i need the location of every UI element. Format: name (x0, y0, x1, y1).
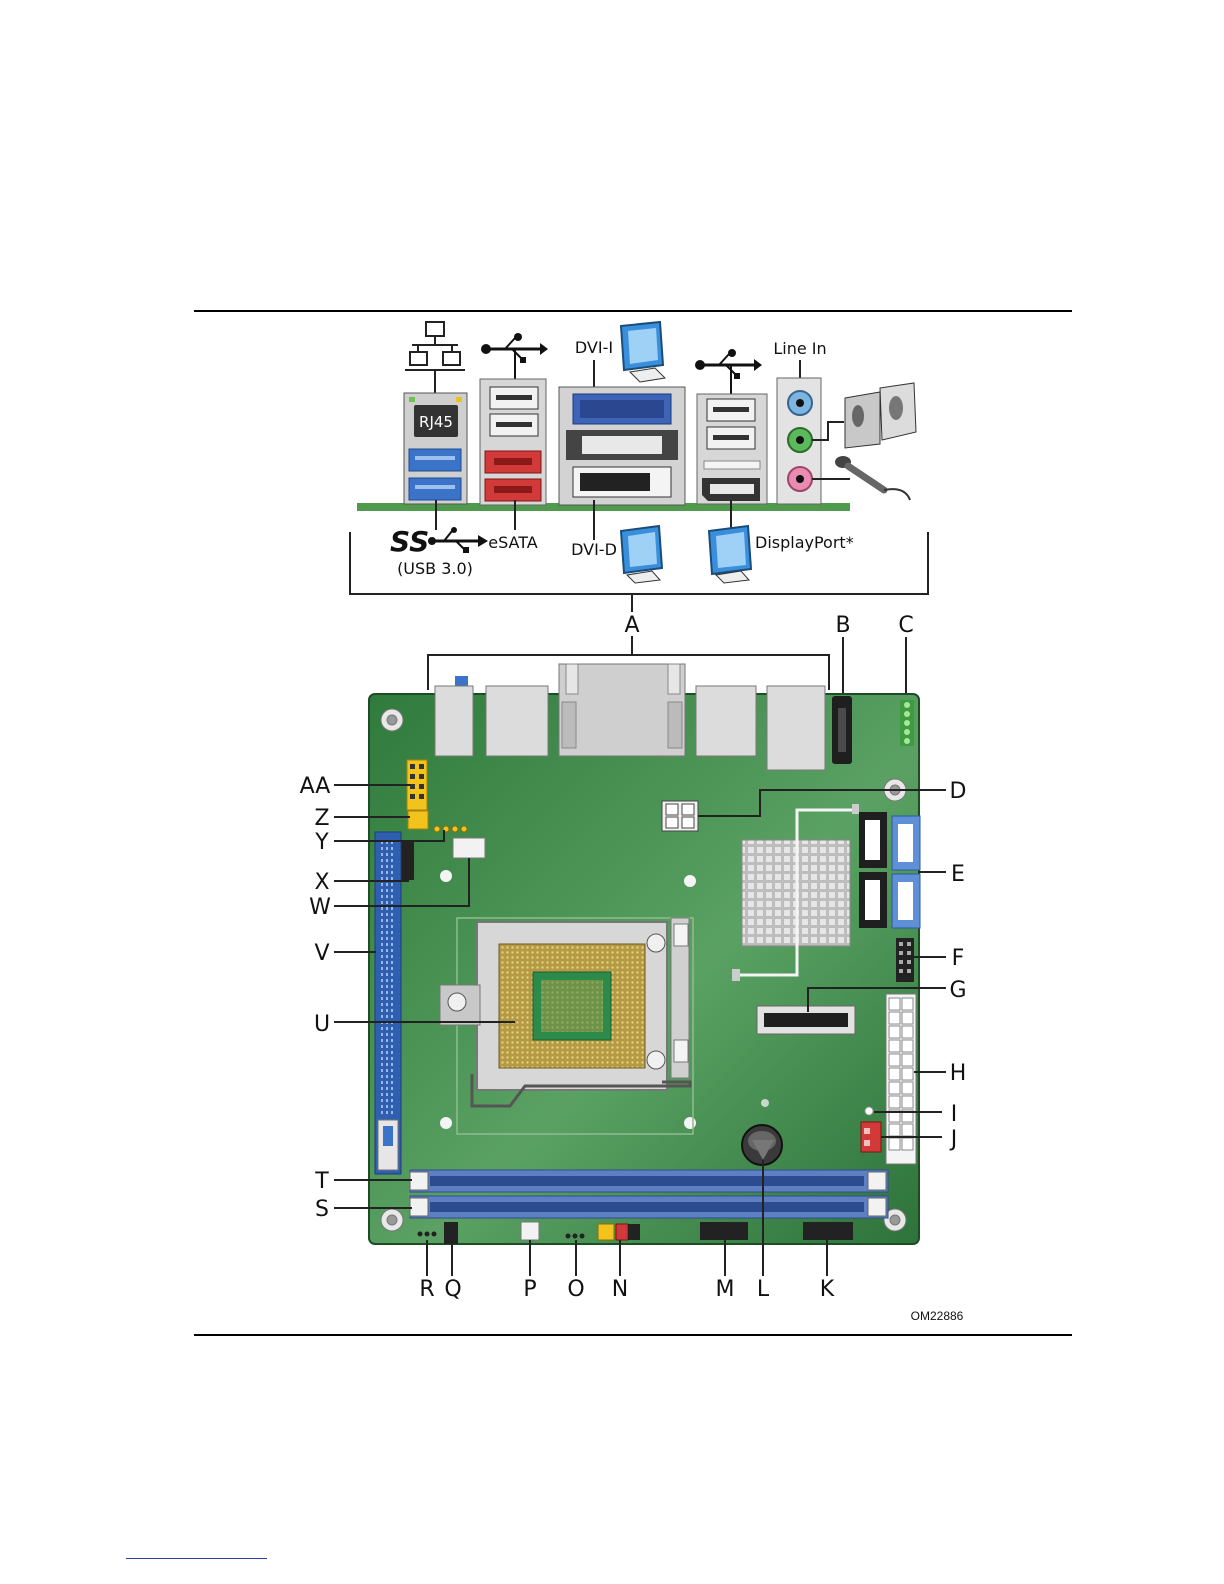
callout-q: Q (444, 1277, 461, 1302)
callout-y: Y (314, 830, 329, 855)
callout-l: L (757, 1277, 770, 1302)
usb-esata-stack (480, 379, 546, 505)
dimm-slot-s (410, 1196, 888, 1218)
usb-displayport-stack (697, 394, 767, 504)
callout-aa: AA (300, 774, 331, 799)
callout-w: W (309, 895, 331, 920)
callout-g: G (949, 978, 966, 1003)
callout-o: O (567, 1277, 584, 1302)
atx-power-h (886, 994, 916, 1164)
connector-j (861, 1122, 881, 1152)
connector-m (700, 1222, 748, 1240)
displayport-label: DisplayPort* (755, 533, 854, 552)
monitor-icon-dvi-d (621, 526, 662, 583)
rj45-usb3-stack: RJ45 (404, 393, 467, 504)
callout-e: E (951, 862, 965, 887)
superspeed-usb-icon: SS (390, 525, 488, 558)
connector-n (598, 1224, 640, 1240)
callout-t: T (314, 1169, 329, 1194)
board-rear-io (435, 664, 825, 770)
rj45-label: RJ45 (419, 413, 453, 431)
connector-z (408, 811, 428, 829)
pcie-slot-v (375, 832, 401, 1174)
io-panel: RJ45 SS (USB 3.0) (350, 322, 928, 612)
dvi-d-label: DVI-D (571, 540, 617, 559)
callout-h: H (950, 1061, 967, 1086)
connector-q (444, 1222, 458, 1244)
monitor-icon-displayport (709, 526, 751, 583)
callout-s: S (315, 1197, 329, 1222)
mini-pcie-g (757, 1006, 855, 1034)
callout-b: B (835, 613, 850, 638)
connector-p (521, 1222, 539, 1240)
connector-r (418, 1232, 437, 1237)
connector-d (662, 801, 698, 831)
figure-id: OM22886 (911, 1309, 964, 1323)
callout-a: A (624, 613, 639, 638)
motherboard (369, 664, 920, 1244)
callout-n: N (612, 1277, 628, 1302)
callout-u: U (314, 1012, 330, 1037)
connector-o (566, 1234, 585, 1239)
callout-f: F (952, 946, 965, 971)
esata-label: eSATA (488, 533, 538, 552)
dvi-i-label: DVI-I (575, 338, 613, 357)
callout-i: I (951, 1102, 958, 1127)
callout-c: C (898, 613, 913, 638)
callout-x: X (314, 870, 329, 895)
callout-p: P (523, 1277, 536, 1302)
line-in-label: Line In (773, 339, 826, 358)
usb30-label: (USB 3.0) (397, 559, 473, 578)
callout-v: V (314, 941, 329, 966)
monitor-icon (621, 322, 665, 382)
dvi-stack (559, 387, 685, 505)
network-icon (405, 322, 465, 395)
connector-w (453, 838, 485, 858)
dimm-slot-t (410, 1170, 888, 1192)
connector-k (803, 1222, 853, 1240)
callout-z: Z (314, 806, 329, 831)
callout-r: R (419, 1277, 434, 1302)
connector-f (896, 938, 914, 982)
callout-d: D (950, 779, 967, 804)
speakers-icon (845, 383, 916, 448)
svg-text:SS: SS (390, 525, 429, 558)
callout-k: K (820, 1277, 835, 1302)
callout-m: M (716, 1277, 735, 1302)
led-i (865, 1107, 873, 1115)
connector-c (900, 700, 914, 746)
callout-j: J (949, 1127, 958, 1152)
